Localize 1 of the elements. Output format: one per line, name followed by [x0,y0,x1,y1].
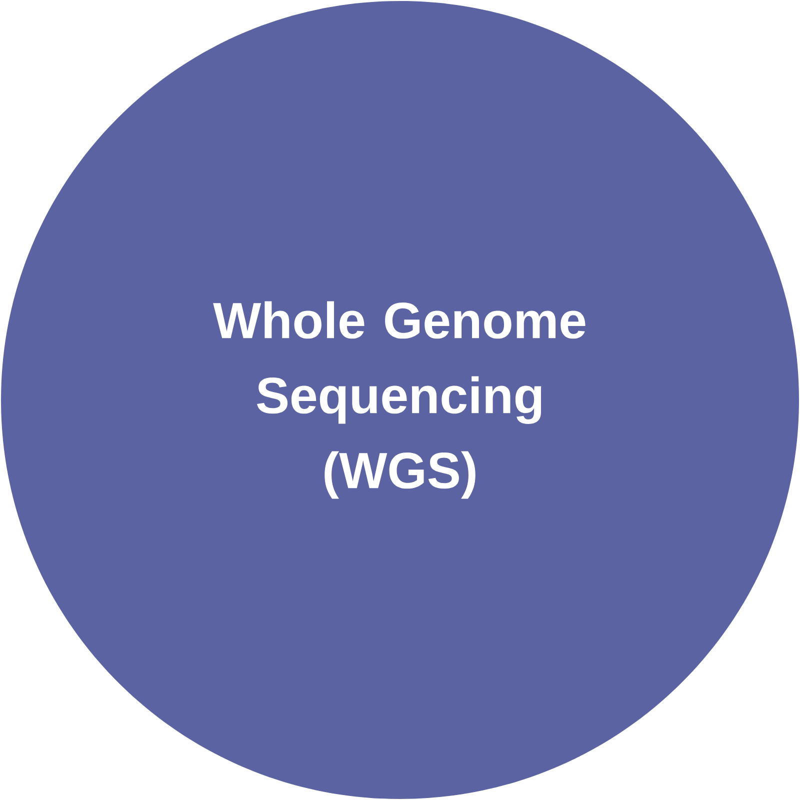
circle-node: Whole Genome Sequencing (WGS) [1,1,799,799]
